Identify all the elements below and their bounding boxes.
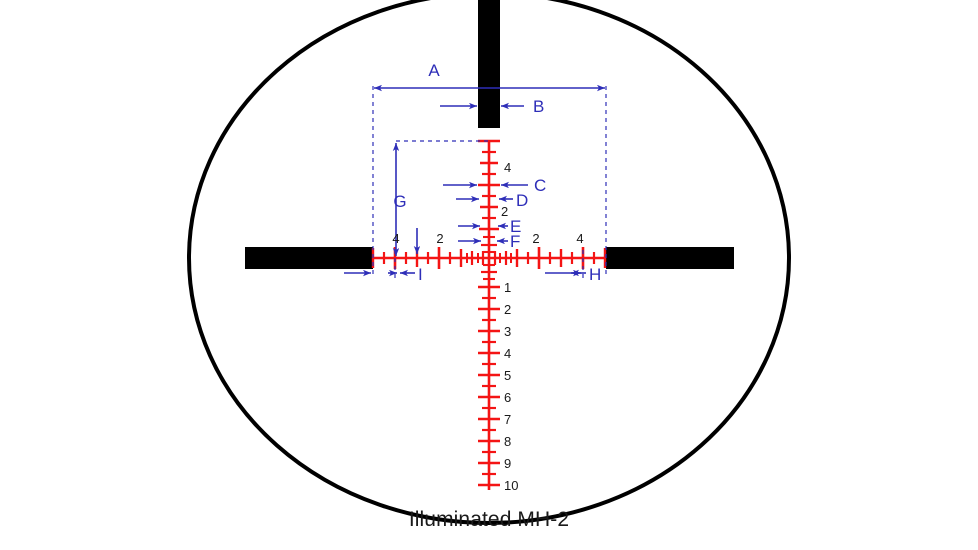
dimension-C: C	[443, 176, 546, 195]
dimension-I: I	[344, 265, 423, 284]
v-scale-number-down: 8	[504, 434, 511, 449]
h-scale-number: 4	[392, 231, 399, 246]
reticle-vertical-ticks-up	[478, 139, 500, 254]
dimension-D: D	[456, 191, 528, 210]
dimension-A-label: A	[428, 61, 440, 80]
scope-outline-circle	[187, 0, 791, 525]
post-top	[478, 0, 500, 128]
v-scale-number-down: 5	[504, 368, 511, 383]
h-scale-number: 2	[436, 231, 443, 246]
v-scale-number-up: 2	[501, 204, 508, 219]
dimension-E-label: E	[510, 217, 521, 236]
dimension-H: H	[545, 265, 601, 284]
dimension-A: A	[374, 61, 605, 92]
v-scale-number-down: 6	[504, 390, 511, 405]
v-scale-number-down: 7	[504, 412, 511, 427]
v-scale-number-down: 9	[504, 456, 511, 471]
v-scale-number-down: 4	[504, 346, 511, 361]
dimension-H-label: H	[589, 265, 601, 284]
vertical-scale-numbers-up: 4 2	[501, 160, 511, 219]
dimension-G: G	[392, 143, 407, 256]
h-scale-number: 2	[532, 231, 539, 246]
v-scale-number-down: 10	[504, 478, 518, 493]
dimension-B-label: B	[533, 97, 544, 116]
v-scale-number-up: 4	[504, 160, 511, 175]
dimension-D-label: D	[516, 191, 528, 210]
dimension-I-label: I	[418, 265, 423, 284]
post-right	[606, 247, 734, 269]
post-left	[245, 247, 373, 269]
reticle-crosshair	[373, 141, 606, 490]
horizontal-scale-numbers: 4 2 2 4	[392, 231, 583, 246]
figure-caption: Illuminated MH-2	[408, 508, 570, 531]
dimension-G-label: G	[393, 192, 406, 211]
reticle-vertical-ticks-down	[478, 263, 500, 487]
dimension-E: E	[458, 217, 521, 236]
v-scale-number-down: 3	[504, 324, 511, 339]
dimension-F-label: F	[510, 232, 520, 251]
vertical-scale-numbers-down: 1 2 3 4 5 6 7 8 9 10	[504, 280, 518, 493]
v-scale-number-down: 1	[504, 280, 511, 295]
dimension-B: B	[440, 97, 544, 116]
dimension-C-label: C	[534, 176, 546, 195]
v-scale-number-down: 2	[504, 302, 511, 317]
h-scale-number: 4	[576, 231, 583, 246]
dimension-F: F	[458, 232, 520, 251]
